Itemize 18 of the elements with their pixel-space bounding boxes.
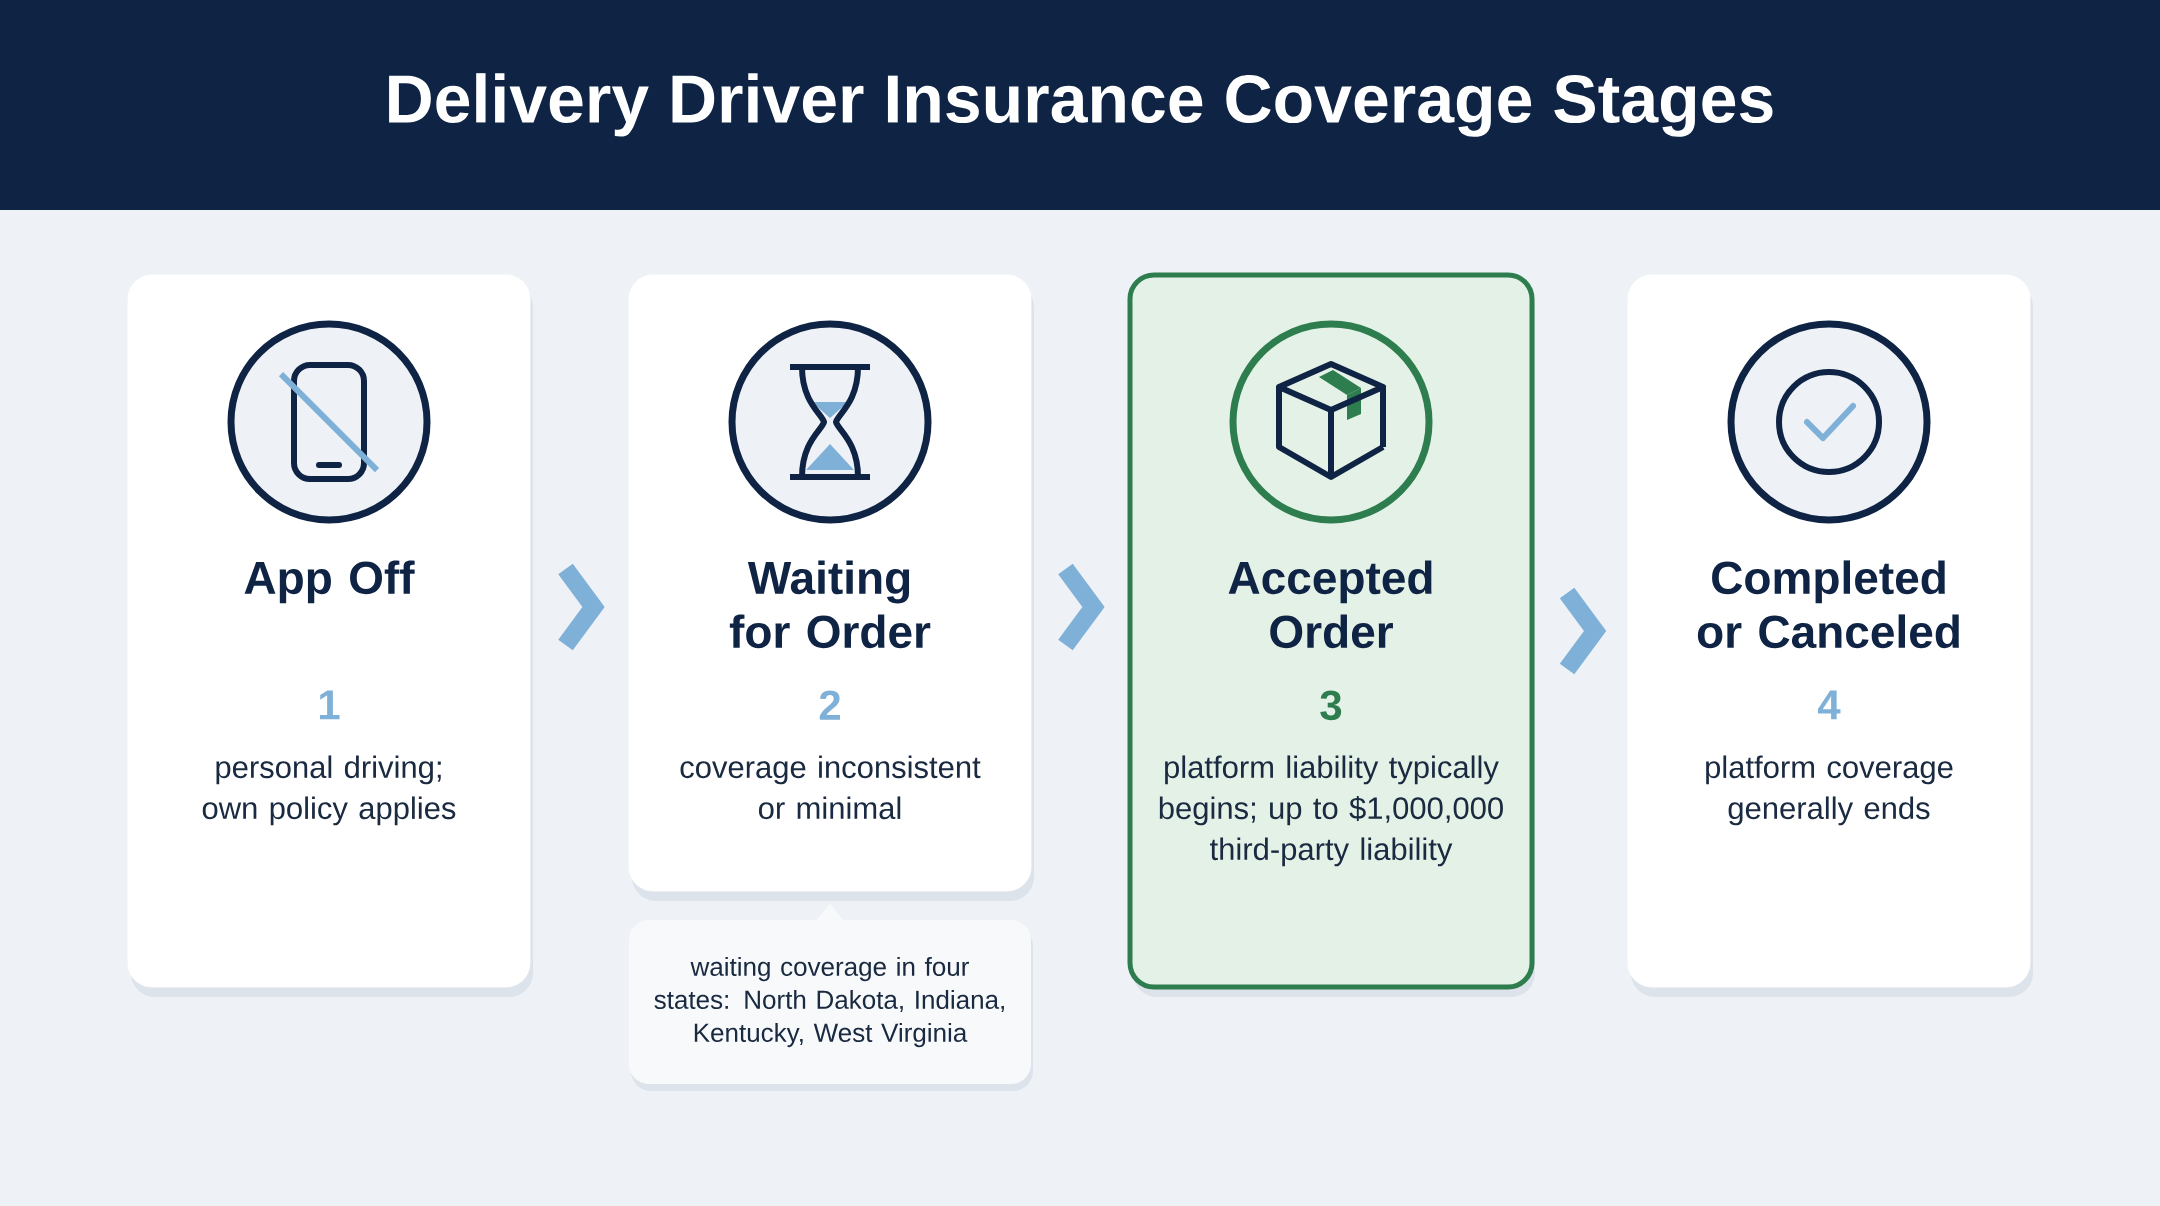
card-description: platform coverage generally ends (1706, 755, 1953, 826)
card-title: Waiting for Order (729, 560, 931, 649)
card-description: personal driving; own policy applies (202, 755, 456, 826)
stage-card (1127, 272, 1535, 997)
note-callout: waiting coverage in four states: North Dakota, Indiana, Kentucky, West Virginia (629, 904, 1033, 1091)
step-number: 1 (319, 690, 340, 720)
card-title: App Off (244, 560, 415, 604)
title: Delivery Driver Insurance Coverage Stages (389, 73, 1773, 137)
card-description: platform liability typically begins; up to $1,000,000 third-party liability (1159, 755, 1503, 867)
card-title: Completed or Canceled (1697, 560, 1959, 649)
card-description: coverage inconsistent or minimal (680, 755, 981, 820)
step-number: 2 (819, 690, 840, 720)
step-number: 4 (1817, 690, 1841, 720)
stage-card (628, 274, 1034, 901)
stage-card (127, 274, 533, 997)
card-title: Accepted Order (1228, 560, 1432, 649)
stage-card (1627, 274, 2033, 997)
step-number: 3 (1320, 690, 1342, 721)
